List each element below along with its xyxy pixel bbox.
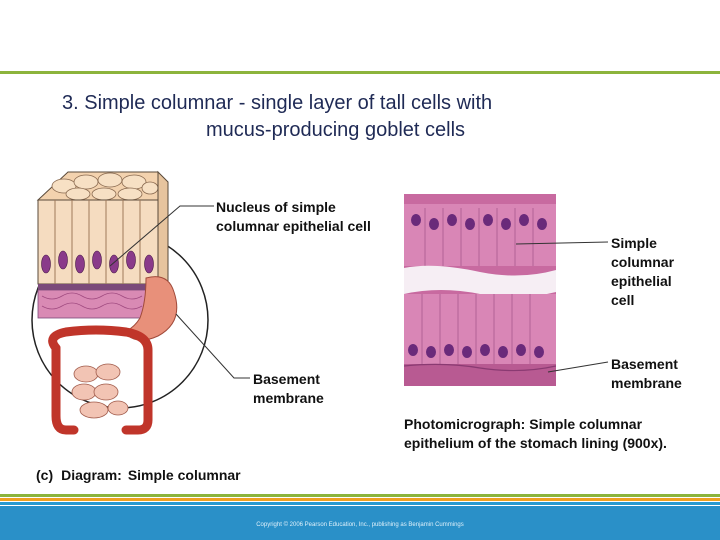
title-line-2: mucus-producing goblet cells bbox=[206, 119, 466, 141]
diagram-caption: (c) Diagram: Simple columnar bbox=[36, 467, 241, 483]
footer-stripe-green bbox=[0, 494, 720, 497]
footer-stripe-orange bbox=[0, 498, 720, 501]
stomach-lining-photomicrograph bbox=[404, 194, 556, 386]
photomicrograph-caption: Photomicrograph: Simple columnar epithel… bbox=[404, 415, 704, 453]
diagram-caption-text: Simple columnar bbox=[127, 467, 241, 483]
photomicrograph-caption-heading: Photomicrograph: bbox=[404, 416, 526, 432]
label-nucleus: Nucleus of simple columnar epithelial ce… bbox=[216, 199, 371, 234]
copyright-notice: Copyright © 2006 Pearson Education, Inc.… bbox=[256, 522, 464, 528]
footer-stripe-blue bbox=[0, 502, 720, 505]
label-basement-membrane-diagram: Basement membrane bbox=[253, 371, 324, 406]
diagram-caption-heading: Diagram: bbox=[61, 467, 122, 483]
top-accent-rule bbox=[0, 71, 720, 74]
slide-footer bbox=[0, 494, 720, 540]
label-simple-columnar-cell: Simple columnar epithelial cell bbox=[611, 235, 675, 308]
label-basement-membrane-photo: Basement membrane bbox=[611, 356, 682, 391]
epithelium-diagram-illustration bbox=[31, 170, 209, 435]
diagram-caption-tag: (c) bbox=[36, 467, 54, 483]
title-line-1: 3. Simple columnar - single layer of tal… bbox=[62, 92, 493, 114]
footer-bar bbox=[0, 506, 720, 540]
photomicrograph-caption-text: Simple columnar epithelium of the stomac… bbox=[404, 416, 667, 451]
